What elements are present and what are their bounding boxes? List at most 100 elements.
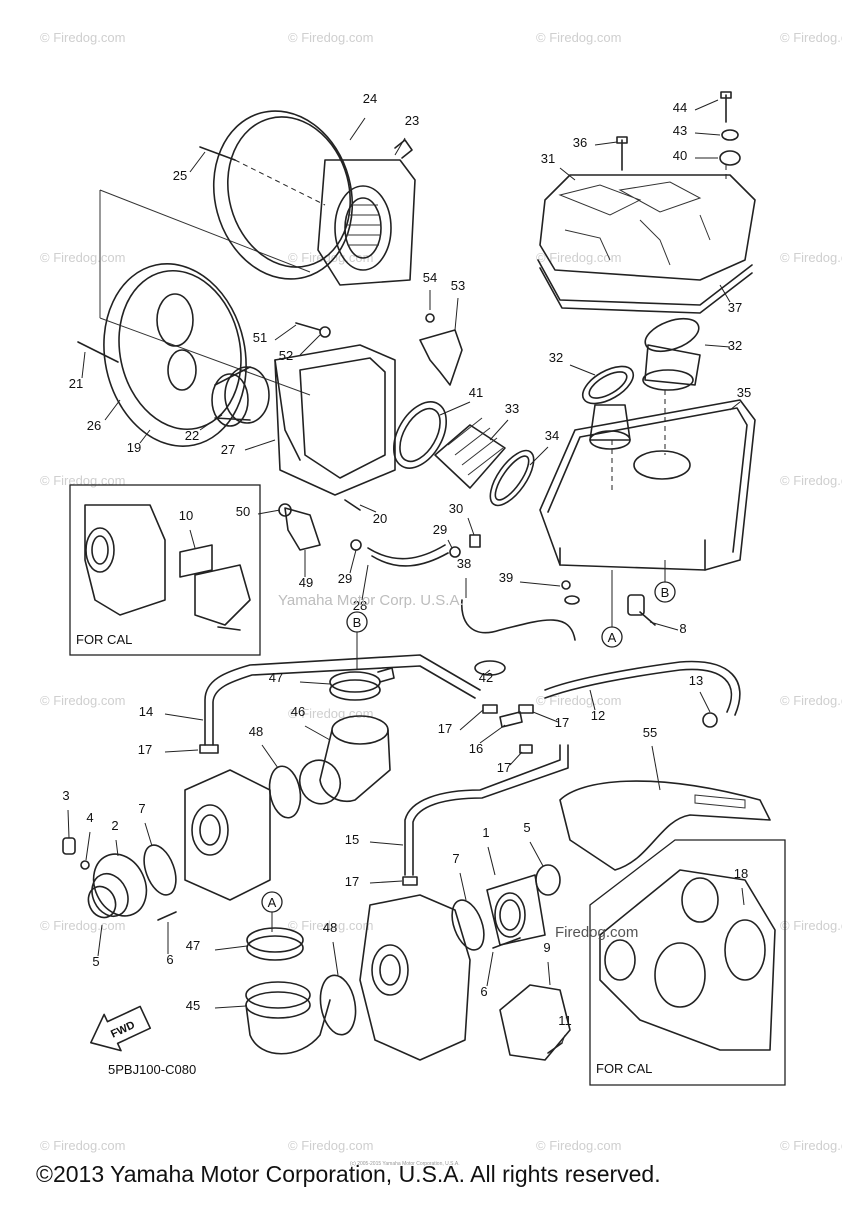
- part-number-label: 51: [253, 330, 267, 345]
- part-number-label: 16: [469, 741, 483, 756]
- part-number-label: 41: [469, 385, 483, 400]
- carburetor-right-assembly: [245, 864, 571, 1061]
- leader-line: [509, 751, 523, 766]
- leader-line: [359, 504, 377, 513]
- part-number-label: 23: [405, 113, 419, 128]
- part-number-label: 14: [139, 704, 153, 719]
- leader-line: [483, 669, 491, 676]
- leader-line: [369, 841, 404, 846]
- part-number-label: 26: [87, 418, 101, 433]
- part-number-label: 38: [457, 556, 471, 571]
- part-number-label: 31: [541, 151, 555, 166]
- leader-line: [81, 351, 86, 379]
- leader-line: [459, 872, 467, 901]
- part-number-label: 24: [363, 91, 377, 106]
- watermark-text: © Firedog.com: [780, 1138, 842, 1153]
- part-number-label: 8: [679, 621, 686, 636]
- leader-line: [349, 549, 357, 574]
- leader-line: [532, 711, 559, 723]
- part-number-label: 6: [166, 952, 173, 967]
- part-number-label: 37: [728, 300, 742, 315]
- leader-line: [489, 419, 509, 441]
- leader-line: [454, 297, 459, 331]
- leader-line: [394, 137, 406, 156]
- part-number-label: 30: [449, 501, 463, 516]
- reference-letter: B: [661, 585, 670, 600]
- part-number-label: 28: [353, 598, 367, 613]
- leader-line: [479, 724, 506, 744]
- part-number-label: 48: [249, 724, 263, 739]
- leader-line: [529, 446, 549, 466]
- leader-line: [559, 167, 576, 181]
- leader-line: [569, 364, 596, 376]
- diagram-code: 5PBJ100-C080: [108, 1062, 196, 1077]
- part-number-label: 32: [728, 338, 742, 353]
- watermark-text: © Firedog.com: [288, 250, 373, 265]
- inset-label-left: FOR CAL: [76, 632, 132, 647]
- leader-line: [459, 709, 484, 731]
- watermark-text: © Firedog.com: [40, 693, 125, 708]
- leader-line: [467, 517, 475, 536]
- part-number-label: 52: [279, 348, 293, 363]
- copyright-notice: ©2013 Yamaha Motor Corporation, U.S.A. A…: [36, 1161, 661, 1187]
- watermark-text: © Firedog.com: [288, 918, 373, 933]
- leader-line: [651, 745, 661, 791]
- part-number-label: 43: [673, 123, 687, 138]
- part-number-label: 27: [221, 442, 235, 457]
- leader-line: [257, 509, 281, 515]
- inset-for-cal-right: [589, 839, 786, 1086]
- leader-line: [139, 429, 151, 444]
- leader-line: [97, 924, 103, 957]
- leader-line: [164, 713, 204, 721]
- part-number-label: 55: [643, 725, 657, 740]
- part-number-label: 17: [497, 760, 511, 775]
- leader-line: [361, 564, 369, 601]
- watermark-text: © Firedog.com: [40, 473, 125, 488]
- inset-for-cal-left: [69, 484, 261, 656]
- leader-line: [529, 841, 544, 867]
- part-number-label: 25: [173, 168, 187, 183]
- part-number-label: 34: [545, 428, 559, 443]
- watermark-text: © Firedog.com: [780, 693, 842, 708]
- firedog-inline: Firedog.com: [555, 924, 638, 941]
- part-number-label: 54: [423, 270, 437, 285]
- part-number-label: 53: [451, 278, 465, 293]
- leader-line: [299, 681, 331, 685]
- part-number-label: 45: [186, 998, 200, 1013]
- leader-line: [189, 151, 206, 173]
- watermark-text: © Firedog.com: [288, 30, 373, 45]
- part-number-label: 17: [138, 742, 152, 757]
- part-number-label: 44: [673, 100, 687, 115]
- part-number-label: 32: [549, 350, 563, 365]
- leader-line: [729, 401, 741, 411]
- hoses-assembly: [199, 599, 771, 886]
- leader-line: [694, 99, 719, 111]
- part-number-label: 3: [62, 788, 69, 803]
- leader-line: [519, 581, 561, 587]
- part-number-label: 17: [438, 721, 452, 736]
- part-number-label: 7: [452, 851, 459, 866]
- part-number-label: 4: [86, 810, 93, 825]
- part-number-label: 9: [543, 940, 550, 955]
- part-number-label: 5: [523, 820, 530, 835]
- leader-line: [349, 117, 366, 141]
- svg-text:FWD: FWD: [109, 1019, 137, 1040]
- part-number-label: 12: [591, 708, 605, 723]
- center-watermark: Yamaha Motor Corp. U.S.A.: [278, 592, 464, 609]
- leader-line: [214, 1005, 247, 1009]
- reference-letter: A: [268, 895, 277, 910]
- leader-line: [649, 621, 679, 631]
- leader-line: [487, 846, 496, 876]
- forward-arrow: FWD: [90, 1005, 152, 1052]
- watermark-text: © Firedog.com: [40, 30, 125, 45]
- part-number-label: 49: [299, 575, 313, 590]
- tiny-notice: (c) 2005-2015 Yamaha Motor Corporation, …: [350, 1161, 460, 1167]
- part-number-label: 21: [69, 376, 83, 391]
- part-number-label: 48: [323, 920, 337, 935]
- part-number-label: 15: [345, 832, 359, 847]
- watermark-text: © Firedog.com: [536, 1138, 621, 1153]
- watermark-text: © Firedog.com: [536, 250, 621, 265]
- watermark-layer: © Firedog.com © Firedog.com © Firedog.com ©…: [40, 30, 842, 1153]
- part-number-label: 40: [673, 148, 687, 163]
